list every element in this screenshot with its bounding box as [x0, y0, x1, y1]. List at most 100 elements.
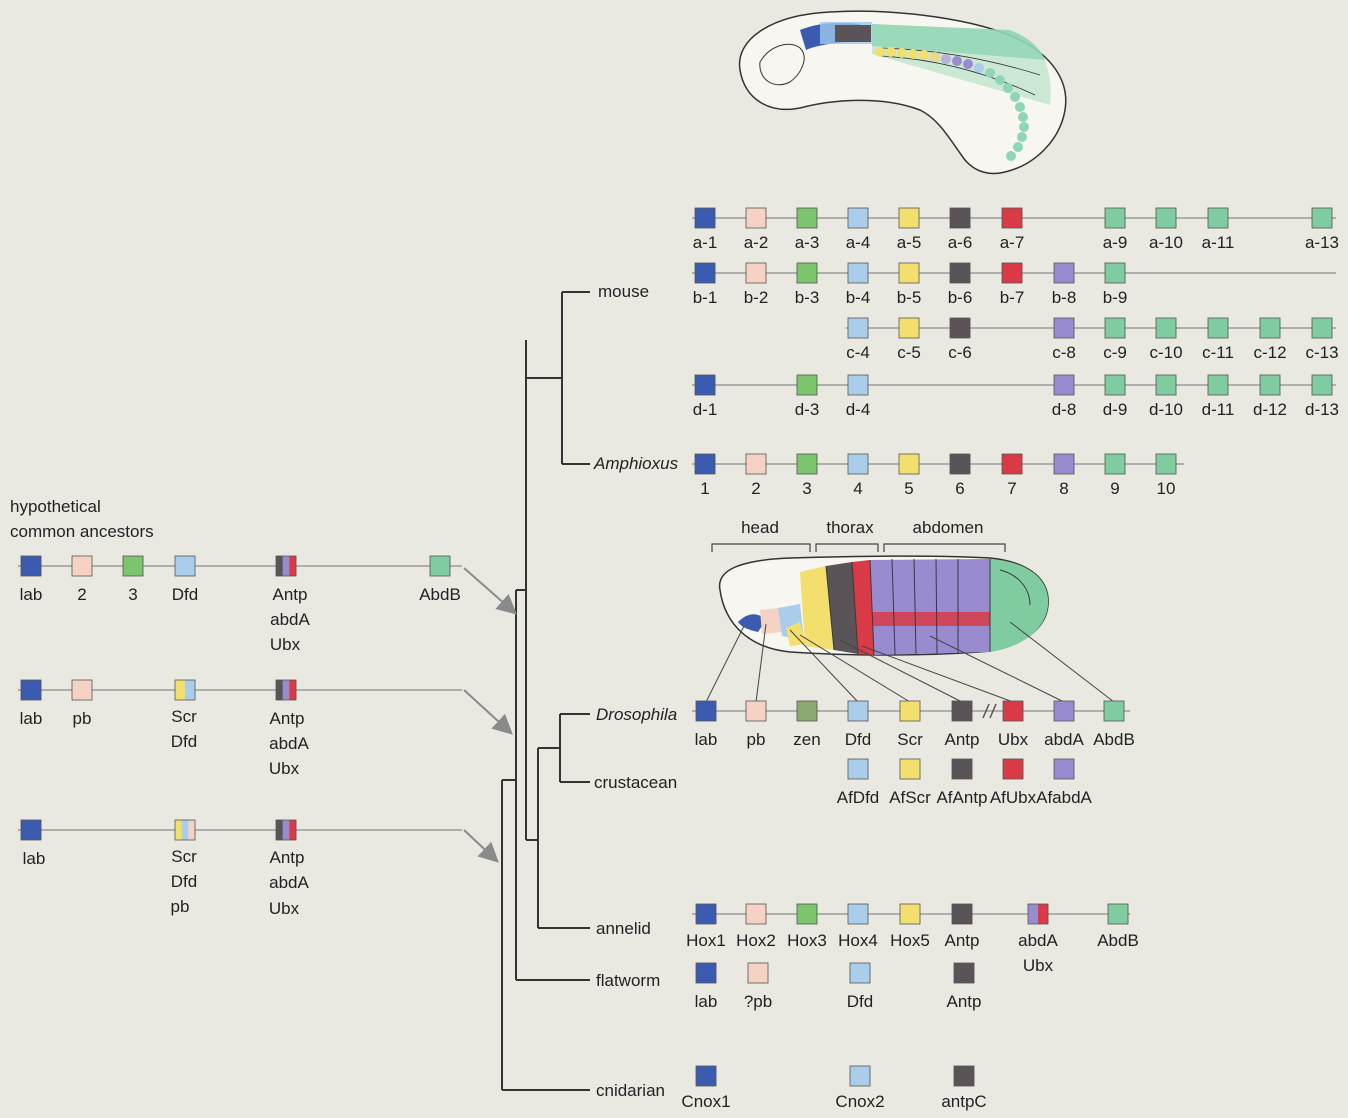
mouse-gene-label-c-13: c-13	[1305, 343, 1338, 362]
drosophila-gene-lab	[695, 700, 717, 722]
mouse-gene-b-4	[847, 262, 869, 284]
mouse-gene-c-10	[1155, 317, 1177, 339]
mouse-gene-c-9	[1104, 317, 1126, 339]
crustacean-gene-afabda-outline	[1053, 758, 1075, 780]
mouse-gene-b-9-outline	[1104, 262, 1126, 284]
mouse-gene-label-d-9: d-9	[1103, 400, 1128, 419]
mouse-gene-a-3-fill	[797, 208, 818, 228]
mouse-gene-a-13-outline	[1311, 207, 1333, 229]
ancestor-2-label-scr: Scr	[171, 707, 197, 726]
ancestor-1-label-antp: Antp	[273, 585, 308, 604]
amphioxus-gene-8-fill	[1054, 454, 1075, 474]
amphioxus-gene-7-outline	[1001, 453, 1023, 475]
mouse-gene-label-c-8: c-8	[1052, 343, 1076, 362]
mouse-gene-d-11	[1207, 374, 1229, 396]
mouse-gene-a-13-fill	[1312, 208, 1333, 228]
mouse-gene-label-d-4: d-4	[846, 400, 871, 419]
drosophila-gene-ubx	[1002, 700, 1024, 722]
annelid-gene-label-ubx: Ubx	[1023, 956, 1054, 975]
crustacean-gene-label-afscr: AfScr	[889, 788, 931, 807]
annelid-gene-hox2	[745, 903, 767, 925]
ancestor-3-gene-scr-dfd-pb	[174, 819, 196, 841]
mouse-gene-c-6-outline	[949, 317, 971, 339]
mouse-gene-c-8	[1053, 317, 1075, 339]
mouse-gene-label-c-5: c-5	[897, 343, 921, 362]
annelid-gene-hox3-outline	[796, 903, 818, 925]
flatworm-gene-pb-fill	[748, 963, 769, 983]
ancestor-3-gene-scr-dfd-pb-fill	[181, 820, 189, 840]
ancestor-2-label-lab: lab	[20, 709, 43, 728]
mouse-gene-d-4	[847, 374, 869, 396]
drosophila-gene-abdb	[1103, 700, 1125, 722]
amphioxus-gene-5	[898, 453, 920, 475]
mouse-gene-a-6-outline	[949, 207, 971, 229]
region-thorax: thorax	[826, 518, 874, 537]
mouse-gene-label-d-3: d-3	[795, 400, 820, 419]
drosophila-gene-lab-outline	[695, 700, 717, 722]
ancestors-title-line1: hypothetical	[10, 497, 101, 516]
amphioxus-gene-label-4: 4	[853, 479, 862, 498]
mouse-gene-a-1-fill	[695, 208, 716, 228]
mouse-gene-d-13	[1311, 374, 1333, 396]
mouse-gene-c-12-outline	[1259, 317, 1281, 339]
amphioxus-gene-label-9: 9	[1110, 479, 1119, 498]
mouse-gene-label-c-6: c-6	[948, 343, 972, 362]
mouse-gene-c-5-fill	[899, 318, 920, 338]
taxon-cnidarian: cnidarian	[596, 1081, 665, 1100]
drosophila-gene-pb-fill	[746, 701, 767, 721]
mouse-gene-a-3	[796, 207, 818, 229]
mouse-gene-a-7-fill	[1002, 208, 1023, 228]
mouse-gene-c-10-outline	[1155, 317, 1177, 339]
drosophila-gene-dfd-outline	[847, 700, 869, 722]
ancestor-1-gene-lab	[20, 555, 42, 577]
taxon-mouse: mouse	[598, 282, 649, 301]
annelid-gene-hox1	[695, 903, 717, 925]
amphioxus-gene-8-outline	[1053, 453, 1075, 475]
mouse-gene-d-4-outline	[847, 374, 869, 396]
amphioxus-gene-6	[949, 453, 971, 475]
mouse-gene-a-11	[1207, 207, 1229, 229]
mouse-gene-d-8-outline	[1053, 374, 1075, 396]
drosophila-gene-ubx-fill	[1003, 701, 1024, 721]
drosophila-gene-label-zen: zen	[793, 730, 820, 749]
annelid-gene-abda-ubx-outline	[1027, 903, 1049, 925]
mouse-gene-b-5	[898, 262, 920, 284]
crustacean-gene-afubx	[1002, 758, 1024, 780]
drosophila-gene-zen	[796, 700, 818, 722]
mouse-gene-a-4-outline	[847, 207, 869, 229]
amphioxus-gene-5-outline	[898, 453, 920, 475]
mouse-gene-d-12-outline	[1259, 374, 1281, 396]
flatworm-gene-lab-outline	[695, 962, 717, 984]
ancestor-1-gene-3-fill	[123, 556, 144, 576]
drosophila-gene-zen-outline	[796, 700, 818, 722]
annelid-gene-label-abda: abdA	[1018, 931, 1058, 950]
amphioxus-gene-3	[796, 453, 818, 475]
mouse-gene-c-8-fill	[1054, 318, 1075, 338]
mouse-gene-b-7-fill	[1002, 263, 1023, 283]
crustacean-gene-afantp-fill	[952, 759, 973, 779]
mouse-gene-c-10-fill	[1156, 318, 1177, 338]
ancestor-3-gene-scr-dfd-pb-outline	[174, 819, 196, 841]
mouse-gene-d-3-fill	[797, 375, 818, 395]
mouse-gene-a-10-fill	[1156, 208, 1177, 228]
mouse-gene-d-10	[1155, 374, 1177, 396]
ancestor-1-label-abdb: AbdB	[419, 585, 461, 604]
ancestor-2-gene-pb-outline	[71, 679, 93, 701]
annelid-gene-antp-fill	[952, 904, 973, 924]
amphioxus-gene-3-outline	[796, 453, 818, 475]
mouse-gene-c-4-outline	[847, 317, 869, 339]
drosophila-gene-antp-outline	[951, 700, 973, 722]
amphioxus-gene-5-fill	[899, 454, 920, 474]
ancestor-1-gene-abdb-outline	[429, 555, 451, 577]
annelid-gene-label-hox5: Hox5	[890, 931, 930, 950]
mouse-gene-label-b-1: b-1	[693, 288, 718, 307]
mouse-gene-d-3-outline	[796, 374, 818, 396]
drosophila-gene-label-pb: pb	[747, 730, 766, 749]
annelid-gene-abdb-outline	[1107, 903, 1129, 925]
drosophila-gene-lab-fill	[696, 701, 717, 721]
mouse-gene-b-6-fill	[950, 263, 971, 283]
drosophila-embryo-illustration	[705, 543, 1115, 703]
mouse-gene-d-3	[796, 374, 818, 396]
